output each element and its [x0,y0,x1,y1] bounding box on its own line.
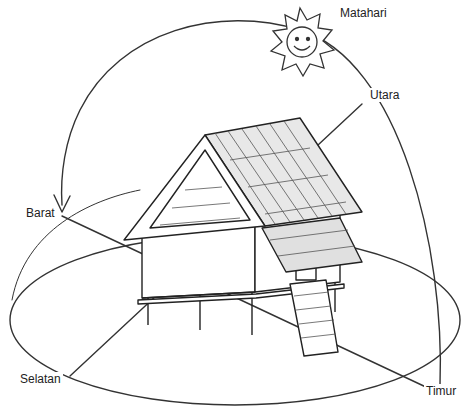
direction-label: Matahari [338,6,389,20]
direction-label: Utara [368,88,401,102]
direction-label: Selatan [18,372,63,386]
direction-label: Timur [424,384,458,398]
direction-label: Barat [24,206,57,220]
